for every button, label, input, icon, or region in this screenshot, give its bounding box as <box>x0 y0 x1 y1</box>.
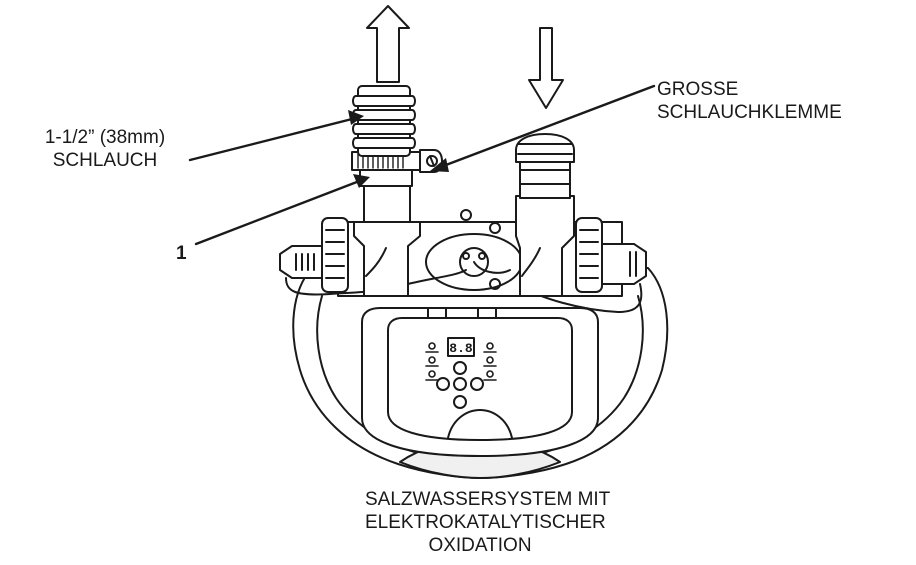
corrugated-hose <box>352 85 416 157</box>
caption-line: SALZWASSERSYSTEM MIT <box>365 489 611 510</box>
pipe-inlet <box>515 195 575 297</box>
label-large-hose-clamp: GROSSE SCHLAUCHKLEMME <box>657 78 842 124</box>
connector-right <box>601 243 647 285</box>
label-line: SCHLAUCH <box>52 150 158 171</box>
indicator-lights <box>425 342 497 381</box>
screw-icon <box>460 209 472 221</box>
label-line: GROSSE <box>657 79 739 100</box>
panel-buttons <box>436 361 484 409</box>
label-line: SCHLAUCHKLEMME <box>657 102 842 123</box>
pipe-outlet <box>363 183 411 227</box>
caption-line: ELEKTROKATALYTISCHER <box>365 512 606 533</box>
caption-line: OXIDATION <box>428 535 532 556</box>
label-line: 1-1/2” (38mm) <box>44 127 166 148</box>
leader-callout <box>194 178 364 246</box>
arrow-up-icon <box>366 5 410 83</box>
latch-tab-left <box>427 307 447 319</box>
cover-grip <box>447 409 513 439</box>
leader-hose <box>188 116 358 162</box>
callout-number: 1 <box>176 243 187 264</box>
label-hose-size: 1-1/2” (38mm) SCHLAUCH <box>0 126 210 172</box>
leader-clamp <box>436 84 656 170</box>
leader-arrowhead-clamp <box>430 158 449 172</box>
leader-arrowhead-callout <box>353 174 370 188</box>
leader-arrowhead-hose <box>348 110 364 125</box>
digit-display <box>447 337 475 357</box>
leader-lines <box>188 84 656 246</box>
digit-display-text: 8.8 <box>449 341 473 356</box>
diagram-caption: SALZWASSERSYSTEM MIT ELEKTROKATALYTISCHE… <box>365 488 611 557</box>
inlet-fitting <box>515 133 575 163</box>
latch-tab-right <box>477 307 497 319</box>
power-button-icon <box>453 361 467 375</box>
arrow-down-icon <box>528 27 564 109</box>
